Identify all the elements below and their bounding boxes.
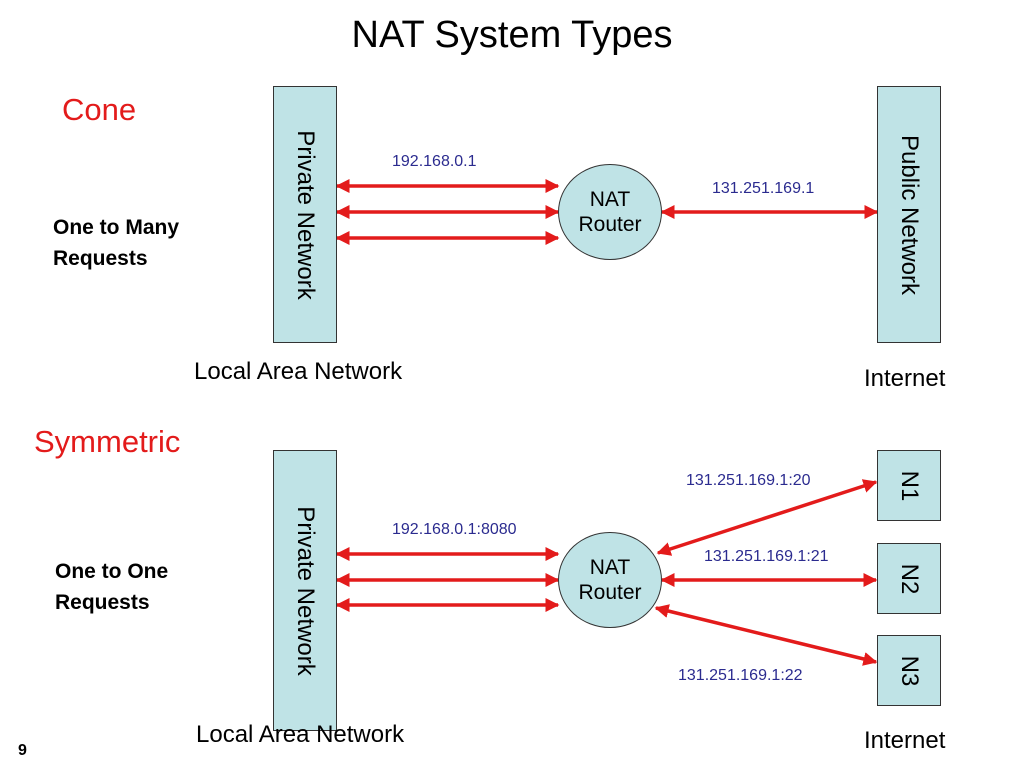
cone-internet-caption: Internet: [864, 365, 946, 392]
node-n2-ip: 131.251.169.1:21: [704, 548, 829, 565]
node-n3: N3: [877, 635, 941, 706]
sym-n1-arrow: [656, 479, 878, 556]
sym-nat-router: NAT Router: [558, 532, 662, 628]
node-n1-label: N1: [896, 470, 923, 501]
cone-private-ip: 192.168.0.1: [392, 153, 477, 170]
sym-private-network-box: Private Network: [273, 450, 337, 731]
page-number: 9: [18, 742, 27, 759]
sym-lan-caption: Local Area Network: [196, 721, 405, 748]
cone-lan-caption: Local Area Network: [194, 358, 403, 385]
cone-router-line1: NAT: [589, 188, 631, 211]
sym-n3-arrow: [654, 604, 878, 666]
symmetric-label: Symmetric: [34, 424, 181, 459]
node-n2-label: N2: [896, 563, 923, 594]
sym-internet-caption: Internet: [864, 727, 946, 754]
cone-description: One to Many Requests: [53, 212, 179, 274]
node-n2: N2: [877, 543, 941, 614]
cone-private-network-box: Private Network: [273, 86, 337, 343]
sym-private-network-label: Private Network: [292, 505, 319, 676]
node-n1: N1: [877, 450, 941, 521]
symmetric-description-line1: One to One: [55, 560, 169, 583]
page-title: NAT System Types: [351, 14, 673, 56]
node-n3-ip: 131.251.169.1:22: [678, 667, 803, 684]
sym-router-line2: Router: [578, 581, 642, 604]
cone-router-line2: Router: [578, 213, 642, 236]
node-n1-ip: 131.251.169.1:20: [686, 472, 811, 489]
cone-label: Cone: [62, 92, 137, 127]
cone-public-network-box: Public Network: [877, 86, 941, 343]
cone-public-network-label: Public Network: [896, 134, 923, 295]
symmetric-description-line2: Requests: [55, 591, 150, 614]
cone-nat-router: NAT Router: [558, 164, 662, 260]
cone-private-network-label: Private Network: [292, 129, 319, 300]
sym-router-line1: NAT: [589, 556, 631, 579]
symmetric-description: One to One Requests: [55, 556, 168, 618]
cone-description-line2: Requests: [53, 247, 148, 270]
cone-description-line1: One to Many: [53, 216, 180, 239]
sym-private-ip: 192.168.0.1:8080: [392, 521, 517, 538]
node-n3-label: N3: [896, 655, 923, 686]
cone-public-ip: 131.251.169.1: [712, 180, 815, 197]
